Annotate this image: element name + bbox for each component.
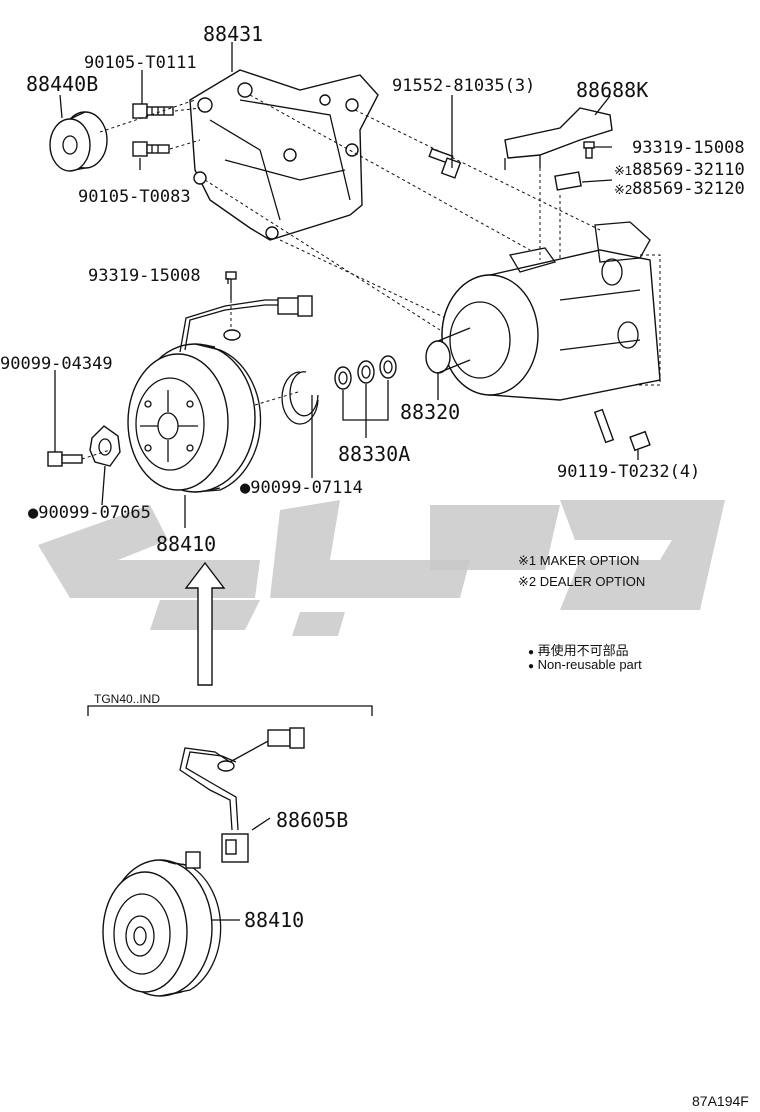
label-relay-maker: 88569-32110: [632, 160, 745, 180]
compressor-drawing: [425, 221, 661, 401]
label-bolt-set-4: 90119-T0232(4): [557, 462, 701, 482]
clutch-assy-drawing: [127, 343, 262, 493]
label-snap-ring-row: ●90099-07114: [240, 478, 363, 498]
label-relay-maker-row: ※188569-32110: [614, 160, 745, 180]
label-stay: 88688K: [576, 78, 649, 102]
nonreusable-mark-washer: ●: [28, 503, 39, 523]
shims-drawing: [334, 355, 397, 390]
label-washer-row: ●90099-07065: [28, 503, 151, 523]
bolt-90119-drawing: [593, 408, 651, 452]
leader-lines: [54, 42, 639, 528]
clutch-variant-drawing: [102, 851, 222, 997]
nonreusable-jp-note: 再使用不可部品: [537, 643, 629, 658]
label-idler-pulley: 88440B: [26, 72, 99, 96]
nonreusable-en-note: Non-reusable part: [537, 657, 642, 672]
bracket-drawing: [189, 69, 379, 241]
bolt-upper-drawing: [132, 103, 174, 119]
label-bolt-upper: 90105-T0111: [84, 53, 197, 73]
variant-label: TGN40..IND: [94, 692, 161, 706]
bolt-90099-04349-drawing: [47, 451, 83, 467]
dealer-mark: ※2: [614, 182, 633, 197]
nonreusable-mark-en: ●: [528, 661, 535, 672]
label-bolt-set-3: 91552-81035(3): [392, 76, 536, 96]
label-relay-dealer-row: ※288569-32120: [614, 179, 745, 199]
upward-arrow: [184, 561, 226, 686]
diagram-code: 87A194F: [692, 1093, 749, 1109]
dealer-option-note: ※2 DEALER OPTION: [518, 574, 646, 589]
maker-mark: ※1: [614, 163, 633, 178]
label-wire-harness: 88605B: [276, 808, 349, 832]
label-relay-dealer: 88569-32120: [632, 179, 745, 199]
nonreusable-mark-jp: ●: [528, 647, 535, 658]
washer-drawing: [89, 425, 121, 467]
stay-screw-drawing: [583, 141, 595, 159]
relay-drawing: [554, 171, 582, 191]
label-compressor: 88320: [400, 400, 461, 424]
label-clutch-screw: 93319-15008: [88, 266, 201, 286]
label-snap-ring: 90099-07114: [250, 478, 363, 498]
bolt-lower-drawing: [132, 141, 170, 157]
label-clutch-assy: 88410: [156, 532, 217, 556]
label-washer: 90099-07065: [38, 503, 151, 523]
variant-divider: [87, 705, 373, 716]
nonreusable-jp-row: ● 再使用不可部品: [528, 640, 629, 659]
idler-pulley-drawing: [49, 111, 108, 172]
label-shim-bolt: 90099-04349: [0, 354, 113, 374]
harness-drawing: [179, 727, 305, 863]
label-bracket: 88431: [203, 22, 264, 46]
bolt-91552-drawing: [428, 147, 462, 179]
maker-option-note: ※1 MAKER OPTION: [518, 553, 640, 568]
screw-93319-lower-drawing: [225, 271, 237, 300]
label-stay-screw: 93319-15008: [632, 138, 745, 158]
label-clutch-assy-variant: 88410: [244, 908, 305, 932]
nonreusable-mark-snap: ●: [240, 478, 251, 498]
nonreusable-en-row: ● Non-reusable part: [528, 657, 642, 672]
stay-drawing: [504, 107, 613, 170]
label-shims: 88330A: [338, 442, 411, 466]
label-bolt-lower: 90105-T0083: [78, 187, 191, 207]
snap-ring-drawing: [281, 371, 319, 425]
clutch-wire-drawing: [179, 295, 313, 353]
